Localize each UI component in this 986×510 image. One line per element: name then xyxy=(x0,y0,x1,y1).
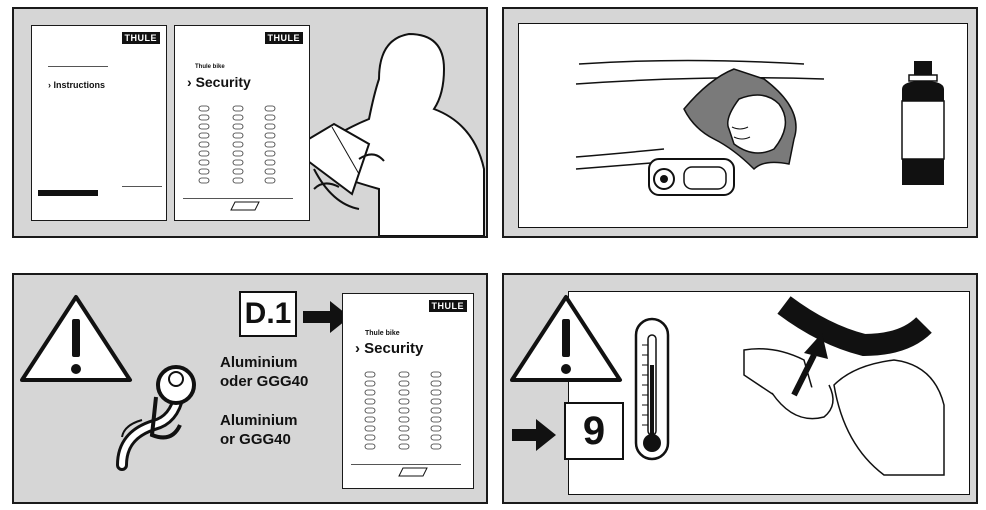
document-title-text: Security xyxy=(364,340,424,357)
document-title: › Security xyxy=(355,340,424,357)
document-subtitle: Thule bike xyxy=(195,64,225,70)
person-reading-illustration xyxy=(290,32,485,236)
panel-temperature-warning: 9 xyxy=(502,273,978,504)
material-german-text: Aluminium oder GGG40 xyxy=(220,354,309,390)
instructions-title: › Instructions xyxy=(48,80,106,90)
step-label-box: D.1 xyxy=(239,291,297,337)
security-document: THULE Thule bike › Security xyxy=(174,25,310,221)
language-list-graphic xyxy=(351,371,461,477)
instructions-title-text: Instructions xyxy=(53,80,106,90)
step-number-box: 9 xyxy=(564,402,624,460)
document-subtitle: Thule bike xyxy=(365,330,400,337)
thule-logo: THULE xyxy=(264,32,303,44)
temperature-illustration xyxy=(510,295,945,476)
material-english-text: Aluminium or GGG40 xyxy=(220,412,298,448)
document-title: › Security xyxy=(187,74,251,90)
security-document: THULE Thule bike › Security xyxy=(342,293,474,489)
panel-material-warning: D.1 Aluminium oder GGG40 Aluminium or GG… xyxy=(12,273,488,504)
warning-and-hitch-illustration xyxy=(20,295,350,471)
divider xyxy=(48,66,108,67)
thule-logo: THULE xyxy=(428,300,467,312)
thule-logo: THULE xyxy=(121,32,160,44)
instructions-document: THULE › Instructions xyxy=(31,25,167,221)
panel-clean-surface xyxy=(502,7,978,238)
language-list-graphic xyxy=(183,105,293,211)
document-title-text: Security xyxy=(195,74,251,90)
barcode-strip xyxy=(38,190,98,196)
divider xyxy=(122,186,162,187)
panel-read-instructions: THULE › Instructions THULE Thule bike › … xyxy=(12,7,488,238)
cleaning-cloth-illustration xyxy=(575,59,945,196)
